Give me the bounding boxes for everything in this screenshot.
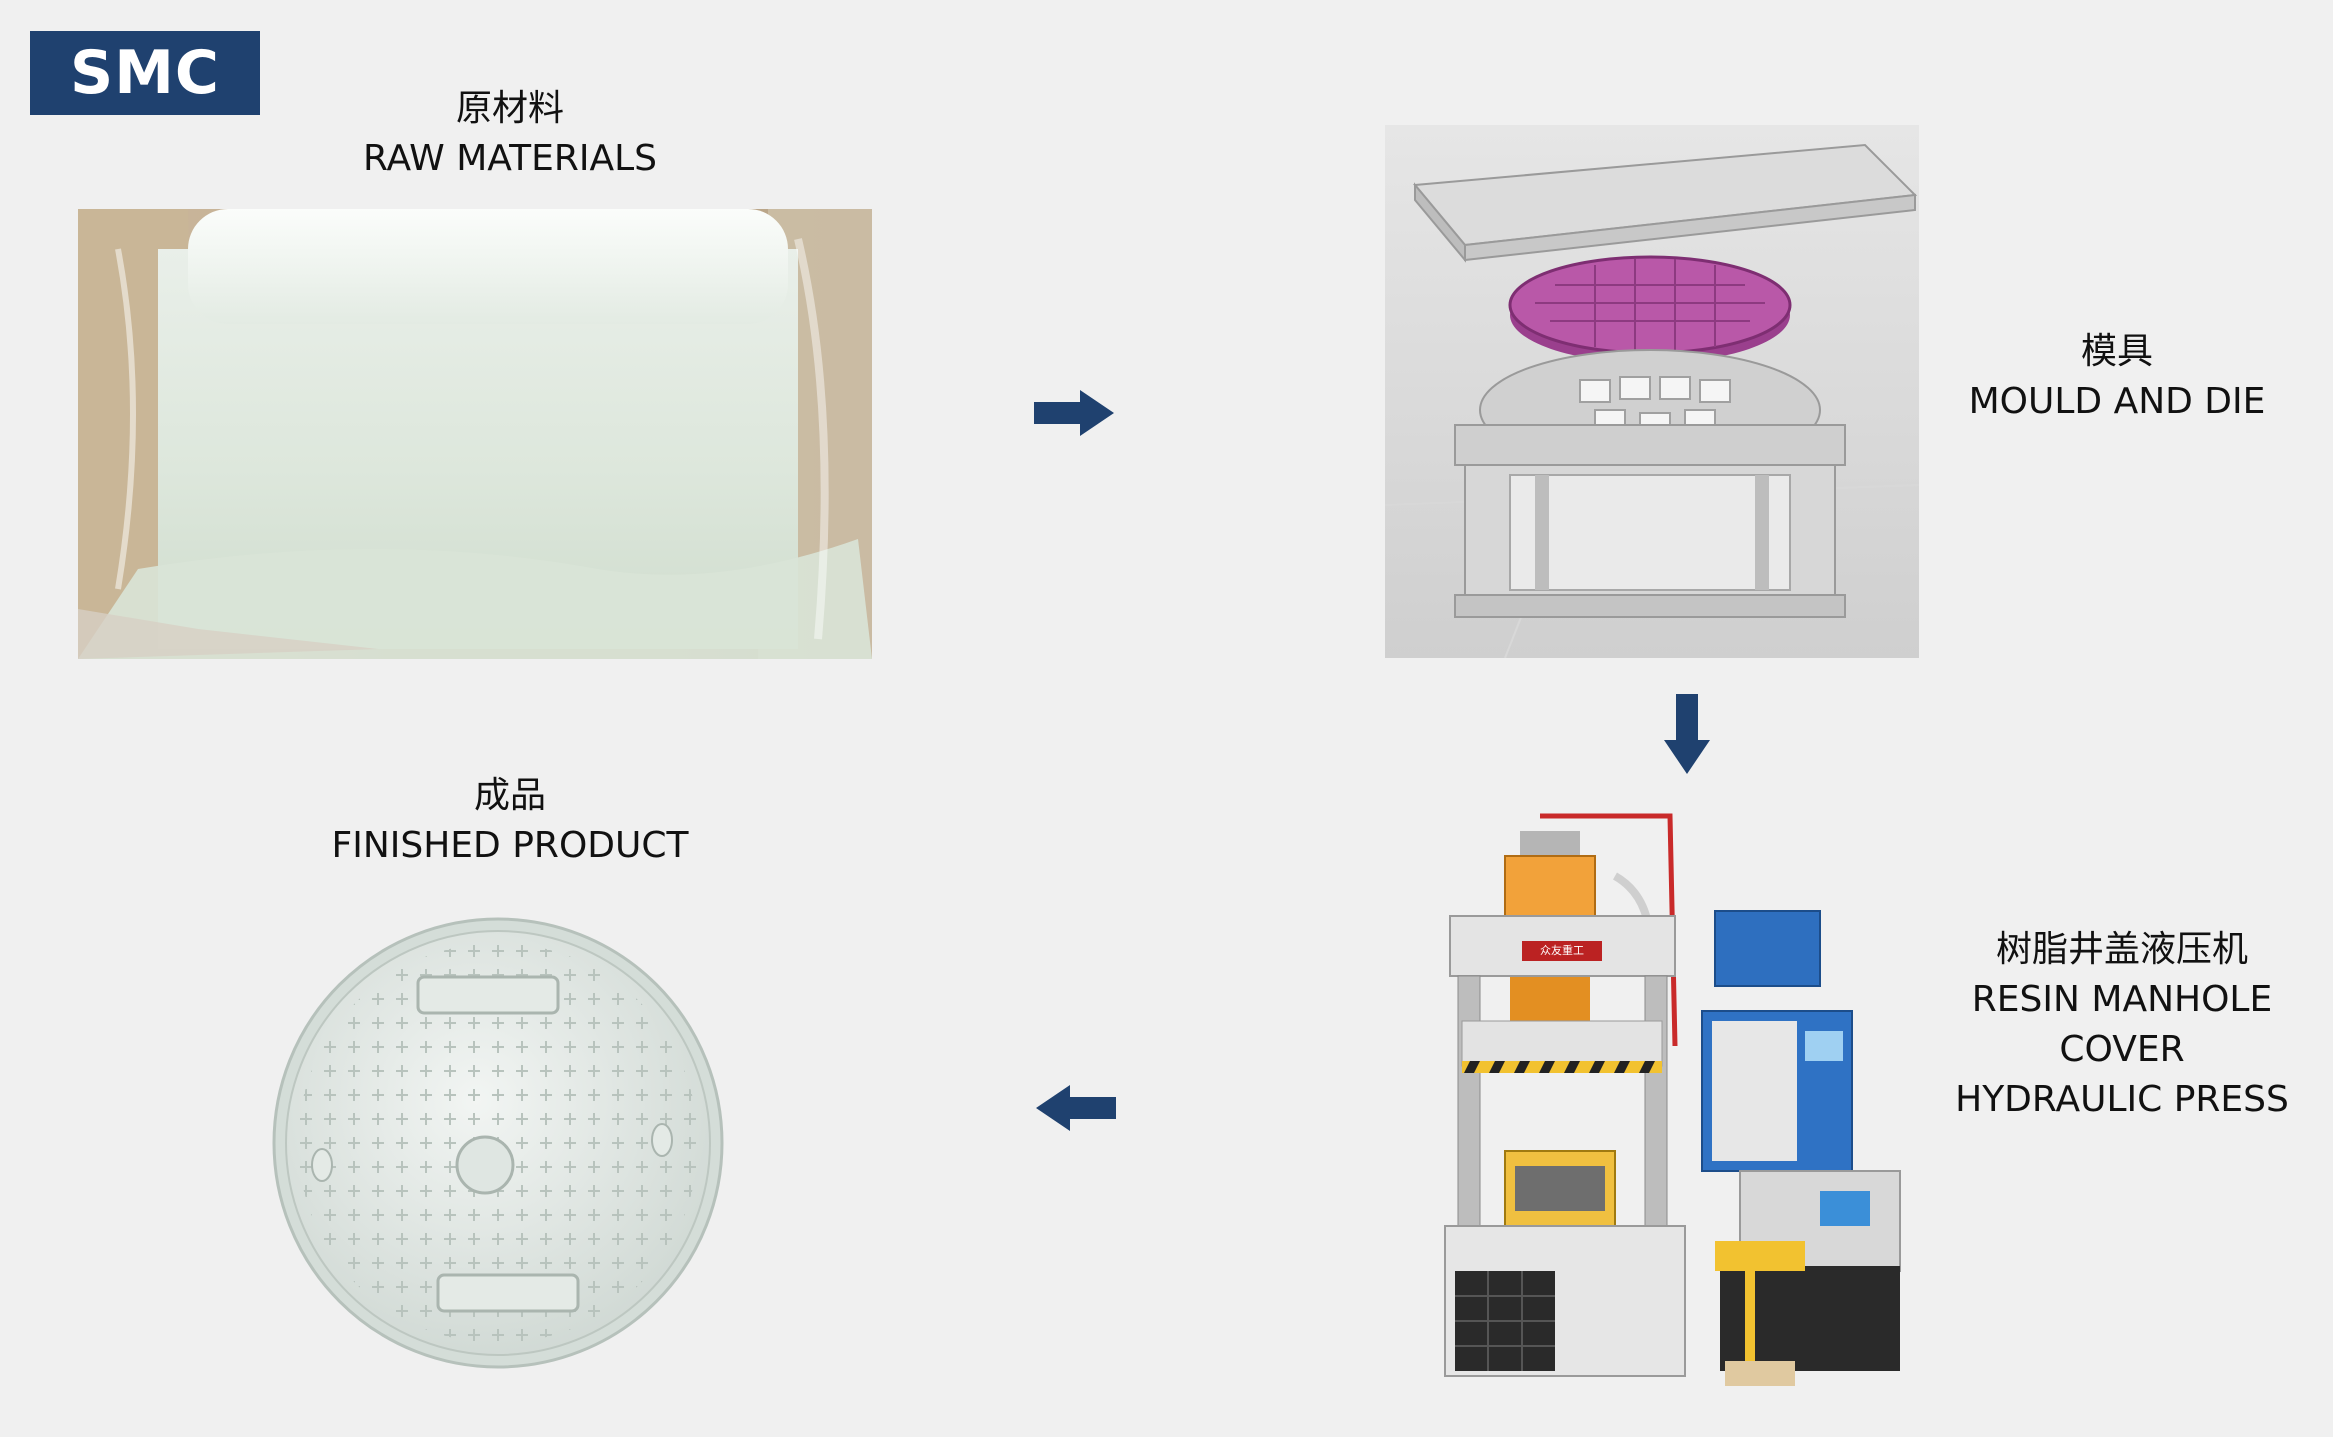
finished-product-label: 成品 FINISHED PRODUCT (260, 771, 760, 871)
finished-product-image (270, 915, 726, 1371)
press-zh: 树脂井盖液压机 (1995, 929, 2248, 970)
press-en-line1: RESIN MANHOLE (1971, 979, 2273, 1020)
mould-and-die-label: 模具 MOULD AND DIE (1937, 327, 2297, 427)
hydraulic-press-image: 众友重工 (1440, 806, 1916, 1396)
finished-zh: 成品 (473, 775, 546, 816)
smc-badge: SMC (30, 31, 260, 115)
arrow-down-icon (1664, 694, 1710, 774)
arrow-right-icon (1034, 390, 1114, 436)
arrow-left-icon (1036, 1085, 1116, 1131)
finished-en: FINISHED PRODUCT (331, 825, 689, 866)
raw-materials-image (78, 209, 872, 659)
raw-materials-label: 原材料 RAW MATERIALS (270, 84, 750, 184)
press-en-line2: COVER (2059, 1029, 2185, 1070)
press-brand-plate: 众友重工 (1540, 944, 1584, 957)
badge-text: SMC (70, 38, 220, 108)
hydraulic-press-label: 树脂井盖液压机 RESIN MANHOLE COVER HYDRAULIC PR… (1937, 925, 2307, 1125)
raw-materials-zh: 原材料 (455, 88, 564, 129)
raw-materials-en: RAW MATERIALS (362, 138, 658, 179)
mould-zh: 模具 (2080, 331, 2153, 372)
mould-en: MOULD AND DIE (1968, 381, 2266, 422)
mould-and-die-image (1385, 125, 1919, 658)
press-en-line3: HYDRAULIC PRESS (1955, 1079, 2289, 1120)
